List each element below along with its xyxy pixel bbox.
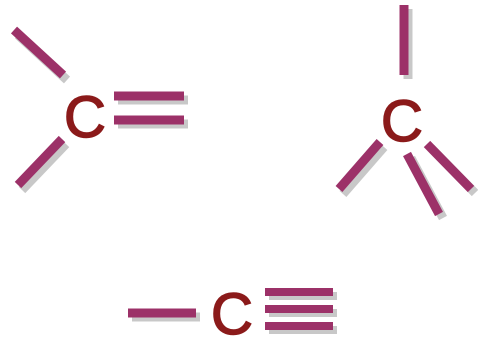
carbon-atom-label: C — [211, 282, 253, 347]
lower-right-far-single-bond — [423, 140, 478, 197]
right-triple-bond — [265, 288, 337, 334]
left-single-bond — [128, 308, 200, 322]
up-single-bond — [399, 5, 413, 79]
right-double-bond — [114, 91, 188, 129]
carbon-atom-label: C — [381, 89, 423, 154]
lower-right-single-bond — [403, 151, 447, 221]
trigonal-carbon-structure: C — [10, 26, 188, 194]
carbon-atom-label: C — [64, 85, 106, 150]
tetrahedral-carbon-structure: C — [335, 5, 478, 221]
linear-carbon-structure: C — [128, 281, 337, 348]
lower-left-single-bond — [14, 135, 70, 194]
lower-left-single-bond — [335, 139, 388, 197]
upper-left-single-bond — [10, 26, 71, 84]
